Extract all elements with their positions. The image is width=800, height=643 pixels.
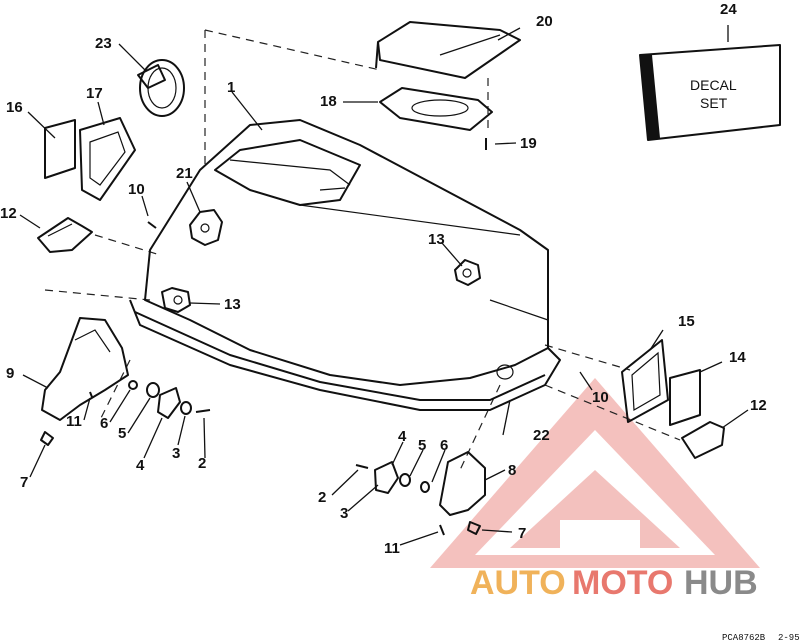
watermark-auto: AUTO <box>470 564 566 602</box>
callout-2-right: 2 <box>318 489 326 506</box>
callout-10-left: 10 <box>128 181 145 198</box>
callout-12-left: 12 <box>0 205 17 222</box>
callout-7-right: 7 <box>518 525 526 542</box>
plug-left <box>37 217 93 253</box>
callout-9: 9 <box>6 365 14 382</box>
callout-24: 24 <box>720 1 737 18</box>
callout-1: 1 <box>227 79 235 96</box>
callout-6-right: 6 <box>440 437 448 454</box>
callout-4-right: 4 <box>398 428 407 445</box>
callout-21: 21 <box>176 165 193 182</box>
callout-2-left: 2 <box>198 455 206 472</box>
footer: PCA8762B 2-95 <box>722 633 800 643</box>
callout-18: 18 <box>320 93 337 110</box>
callout-23: 23 <box>95 35 112 52</box>
callouts: 1 18 19 20 23 17 16 21 10 12 13 13 24 9 … <box>0 1 767 557</box>
frame-17 <box>79 117 136 201</box>
watermark-moto: MOTO <box>572 564 673 602</box>
decal-set-box: DECAL SET <box>639 44 781 141</box>
latch-knob <box>189 209 223 246</box>
bracket-right <box>355 451 486 536</box>
callout-12-right: 12 <box>750 397 767 414</box>
callout-5-left: 5 <box>118 425 126 442</box>
screw-left <box>147 221 157 229</box>
hardware-left <box>40 380 211 446</box>
bracket-18 <box>379 87 493 131</box>
footer-date: 2-95 <box>778 633 800 643</box>
callout-13-right: 13 <box>428 231 445 248</box>
callout-10-right: 10 <box>592 389 609 406</box>
footer-code: PCA8762B <box>722 633 766 643</box>
cover-lid <box>375 21 521 79</box>
motor-cover <box>129 119 561 411</box>
cord-coil <box>137 59 185 117</box>
callout-11-right: 11 <box>384 540 400 557</box>
bracket-left <box>41 317 129 421</box>
callout-15: 15 <box>678 313 695 330</box>
callout-22: 22 <box>533 427 550 444</box>
callout-6-left: 6 <box>100 415 108 432</box>
callout-3-left: 3 <box>172 445 180 462</box>
callout-19: 19 <box>520 135 537 152</box>
callout-13-left: 13 <box>224 296 241 313</box>
callout-20: 20 <box>536 13 553 30</box>
decal-14 <box>669 369 701 426</box>
callout-17: 17 <box>86 85 103 102</box>
callout-4-left: 4 <box>136 457 145 474</box>
callout-11-left: 11 <box>66 413 82 430</box>
leader-lines <box>19 25 749 546</box>
grommet-left <box>161 287 191 313</box>
decal-line2: SET <box>700 95 728 111</box>
grommet-right <box>454 259 481 286</box>
frame-15 <box>621 339 669 423</box>
decal-16 <box>44 119 76 179</box>
watermark-text: AUTO MOTO HUB <box>470 564 758 602</box>
watermark-logo <box>430 378 760 568</box>
callout-3-right: 3 <box>340 505 348 522</box>
plug-right <box>681 421 725 459</box>
watermark-hub: HUB <box>684 564 758 602</box>
callout-7-left: 7 <box>20 474 28 491</box>
callout-8: 8 <box>508 462 516 479</box>
decal-line1: DECAL <box>690 77 737 93</box>
callout-14: 14 <box>729 349 746 366</box>
callout-16: 16 <box>6 99 23 116</box>
callout-5-right: 5 <box>418 437 426 454</box>
